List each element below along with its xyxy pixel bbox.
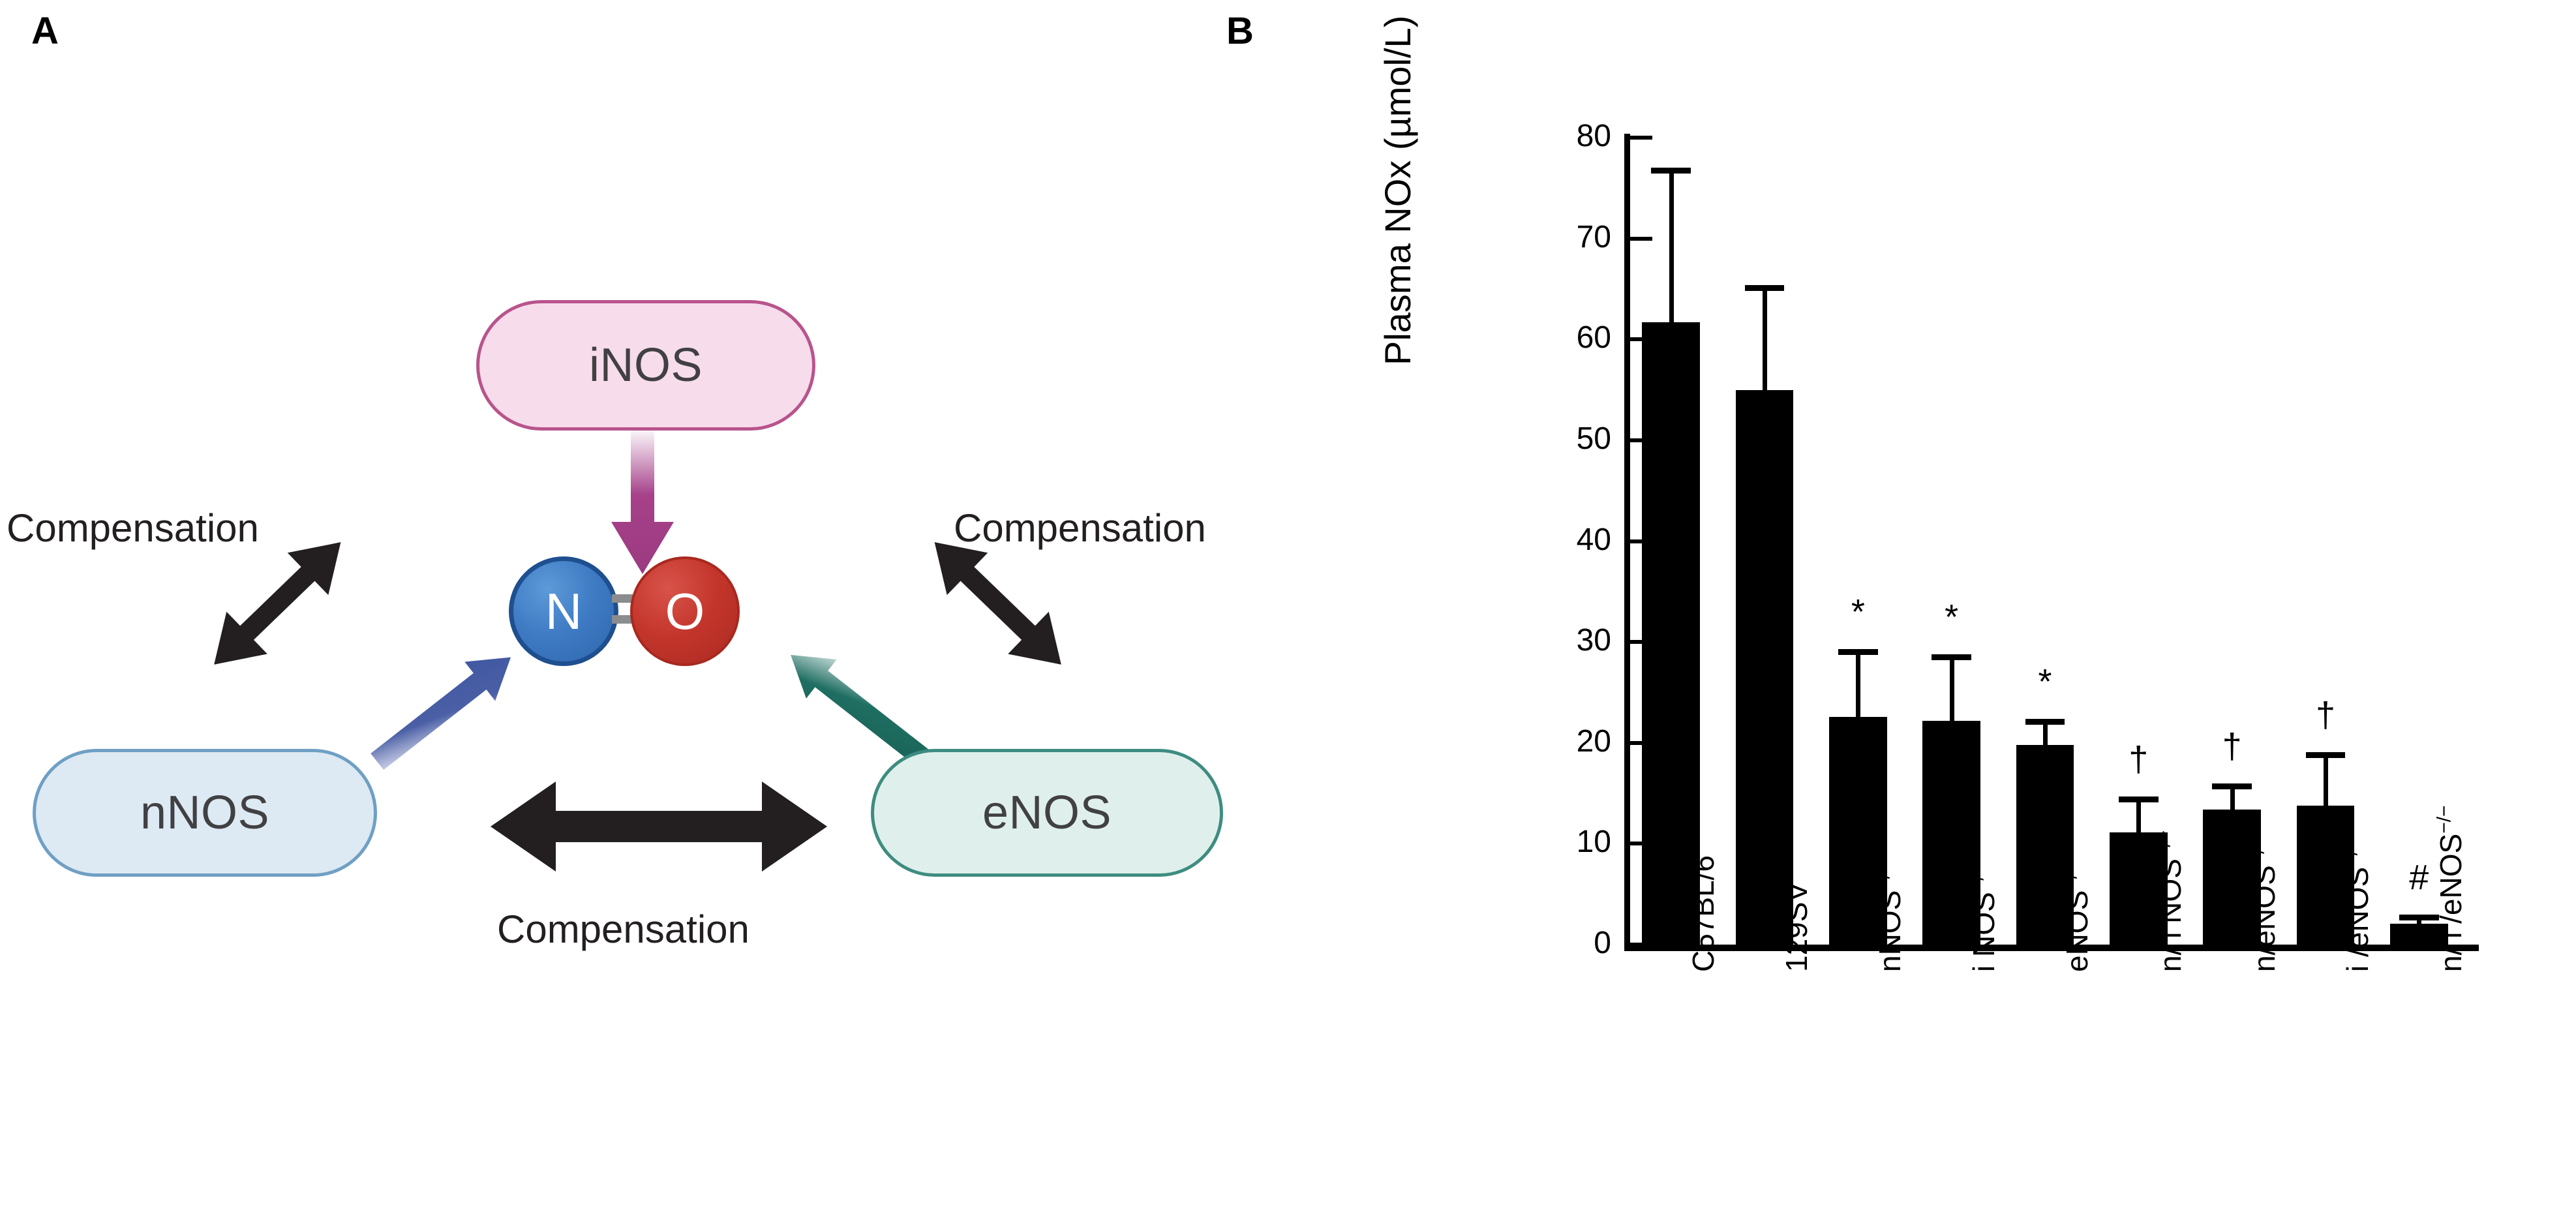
error-bar-cap — [2212, 783, 2252, 789]
y-tick — [1630, 337, 1652, 342]
significance-marker: # — [2409, 857, 2429, 897]
arrow-compensation-nnos-inos — [214, 542, 341, 665]
error-bar-stem — [1949, 654, 1954, 721]
significance-marker: * — [1851, 592, 1865, 631]
error-bar-cap — [1838, 648, 1878, 655]
panel-b-label: B — [1226, 10, 1254, 52]
bar-plot-area: * * * † † † # — [1624, 138, 2466, 945]
y-tick-label: 60 — [1576, 320, 1611, 356]
error-bar-stem — [1669, 168, 1674, 322]
x-tick-label: C57BL/6 — [1686, 855, 1720, 972]
bar[interactable] — [2203, 809, 2262, 945]
panel-b: B Plasma NOx (µmol/L) * * * † † † # C57BL/6 129… — [1226, 0, 2576, 1229]
arrow-compensation-inos-enos — [934, 542, 1061, 665]
bar[interactable] — [2296, 805, 2355, 945]
x-tick-label: n/eNOS−/− — [2247, 836, 2281, 972]
significance-marker: * — [2038, 661, 2052, 701]
bar[interactable] — [1922, 720, 1981, 945]
y-tick — [1630, 236, 1652, 241]
oxygen-atom-label: O — [665, 582, 705, 640]
nitrogen-atom-label: N — [545, 582, 583, 640]
bar[interactable] — [2016, 744, 2074, 945]
bar[interactable] — [1642, 322, 1701, 945]
x-tick-label: i NOS−/− — [1966, 863, 2001, 972]
arrow-enos-to-no — [791, 654, 931, 768]
bar[interactable] — [1828, 716, 1887, 945]
y-tick-label: 50 — [1576, 421, 1611, 456]
y-tick-label: 40 — [1576, 522, 1611, 557]
node-inos-label: iNOS — [588, 339, 703, 391]
y-tick-label: 70 — [1576, 219, 1611, 254]
y-tick-label: 80 — [1576, 119, 1611, 153]
y-tick-label: 0 — [1594, 926, 1611, 960]
y-tick — [1630, 740, 1652, 745]
panel-a: A — [7, 10, 1223, 951]
error-bar-stem — [2043, 718, 2048, 745]
compensation-label-left: Compensation — [7, 506, 259, 550]
x-tick-label: nNOS−/− — [1873, 862, 1907, 972]
y-tick-label: 20 — [1576, 723, 1611, 759]
compensation-label-bottom: Compensation — [497, 907, 750, 951]
y-tick-label: 10 — [1576, 825, 1611, 860]
x-tick-label: n/ i NOS−/− — [2153, 830, 2188, 972]
y-tick-label: 30 — [1576, 623, 1611, 658]
y-tick — [1630, 539, 1652, 543]
arrow-inos-to-no — [611, 431, 674, 574]
x-tick-label: eNOS−/− — [2059, 862, 2094, 972]
x-tick-label: n/ i /eNOS−/− — [2434, 805, 2468, 972]
error-bar-stem — [1856, 648, 1861, 717]
bar[interactable] — [2389, 923, 2448, 945]
y-axis-line — [1624, 134, 1630, 948]
error-bar-cap — [2025, 718, 2065, 725]
y-tick — [1630, 640, 1652, 645]
significance-marker: † — [2129, 739, 2149, 779]
y-tick — [1630, 136, 1652, 140]
node-nnos-label: nNOS — [140, 787, 270, 839]
error-bar-stem — [2324, 751, 2328, 806]
no-molecule: N O — [502, 551, 757, 669]
error-bar-cap — [2399, 914, 2439, 920]
significance-marker: † — [2315, 695, 2336, 735]
error-bar-cap — [1651, 168, 1691, 174]
error-bar-stem — [2230, 783, 2235, 810]
error-bar-cap — [1744, 284, 1785, 291]
error-bar-stem — [1763, 284, 1767, 390]
y-tick — [1630, 842, 1652, 846]
arrow-nnos-to-no — [371, 657, 511, 770]
error-bar-cap — [1932, 654, 1971, 660]
node-inos[interactable]: iNOS — [476, 300, 815, 431]
x-tick-label: 129SV — [1780, 881, 1813, 972]
node-enos-label: eNOS — [982, 787, 1112, 839]
significance-marker: * — [1945, 597, 1959, 637]
y-axis-title: Plasma NOx (µmol/L) — [1377, 15, 1418, 365]
x-tick-label: i /eNOS−/− — [2340, 838, 2374, 972]
compensation-label-right: Compensation — [954, 506, 1206, 550]
node-enos[interactable]: eNOS — [871, 749, 1223, 877]
nitrogen-atom: N — [509, 556, 618, 666]
bar[interactable] — [1735, 389, 1794, 945]
diagram-arrows — [214, 431, 1061, 872]
panel-a-label: A — [31, 10, 59, 52]
error-bar-cap — [2305, 751, 2346, 758]
y-tick — [1630, 943, 1652, 947]
significance-marker: † — [2222, 726, 2242, 766]
error-bar-cap — [2119, 796, 2159, 802]
node-nnos[interactable]: nNOS — [33, 749, 377, 877]
arrow-compensation-nnos-enos — [491, 781, 827, 872]
oxygen-atom: O — [630, 556, 740, 666]
error-bar-stem — [2136, 796, 2142, 833]
y-tick — [1630, 438, 1652, 442]
x-axis-line — [1624, 945, 2479, 951]
bar[interactable] — [2109, 832, 2168, 945]
